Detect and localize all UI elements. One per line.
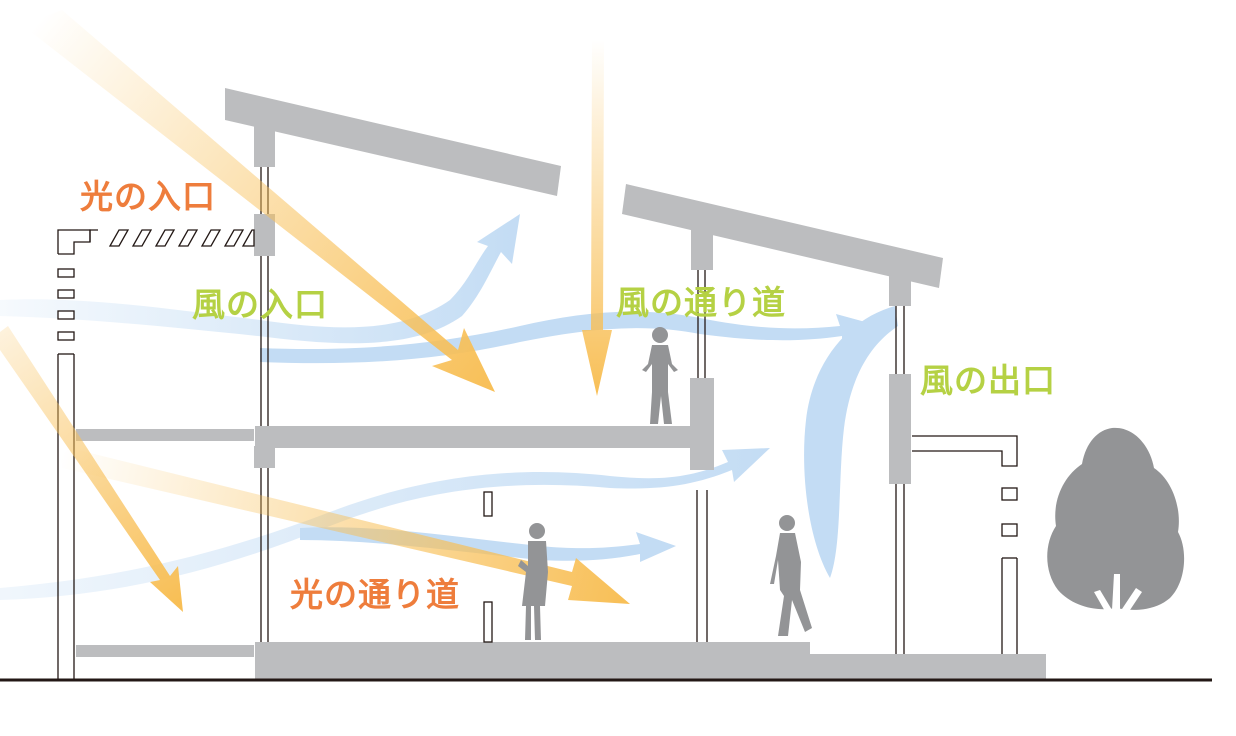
person-ground-right — [770, 515, 812, 636]
light-entrance-label: 光の入口 — [80, 177, 216, 216]
louver — [89, 229, 255, 247]
wind-entrance-label: 風の入口 — [192, 285, 328, 324]
small-windows — [57, 268, 1018, 643]
left-post-lower — [254, 446, 275, 468]
center-wall-upper — [690, 378, 714, 470]
light-path-label: 光の通り道 — [290, 575, 460, 614]
tree-canopy — [1047, 427, 1185, 610]
left-roof — [225, 88, 561, 196]
center-post-top — [691, 222, 713, 270]
right-wall — [889, 374, 911, 484]
person-upper-floor — [642, 327, 678, 424]
building-section — [76, 88, 1046, 680]
light-arrow-upper-diagonal — [26, 10, 495, 392]
right-roof — [622, 184, 943, 288]
deck-lower — [76, 645, 254, 657]
deck-upper — [76, 429, 254, 441]
tree — [1047, 427, 1185, 680]
wind-arrow-upper-entrance — [0, 214, 520, 344]
wind-exit-label: 風の出口 — [920, 361, 1056, 400]
tree-trunk — [1094, 574, 1142, 680]
left-post-mid — [254, 214, 275, 256]
light-arrow-vertical — [582, 40, 612, 396]
wind-arrow-upper-path — [260, 311, 880, 364]
left-post-top — [254, 125, 275, 167]
people — [518, 327, 812, 640]
light-arrow-lower-room — [60, 448, 630, 604]
ground-floor-slab — [255, 642, 810, 680]
person-ground-left — [518, 523, 548, 640]
second-floor-slab — [255, 426, 695, 448]
wind-arrow-upper-exit — [804, 306, 898, 578]
wind-path-label: 風の通り道 — [616, 283, 786, 322]
wind-arrow-lower-long — [0, 448, 770, 600]
ground-floor-slab-low — [808, 654, 1046, 680]
light-arrows — [0, 10, 630, 612]
right-post-top — [889, 276, 911, 306]
